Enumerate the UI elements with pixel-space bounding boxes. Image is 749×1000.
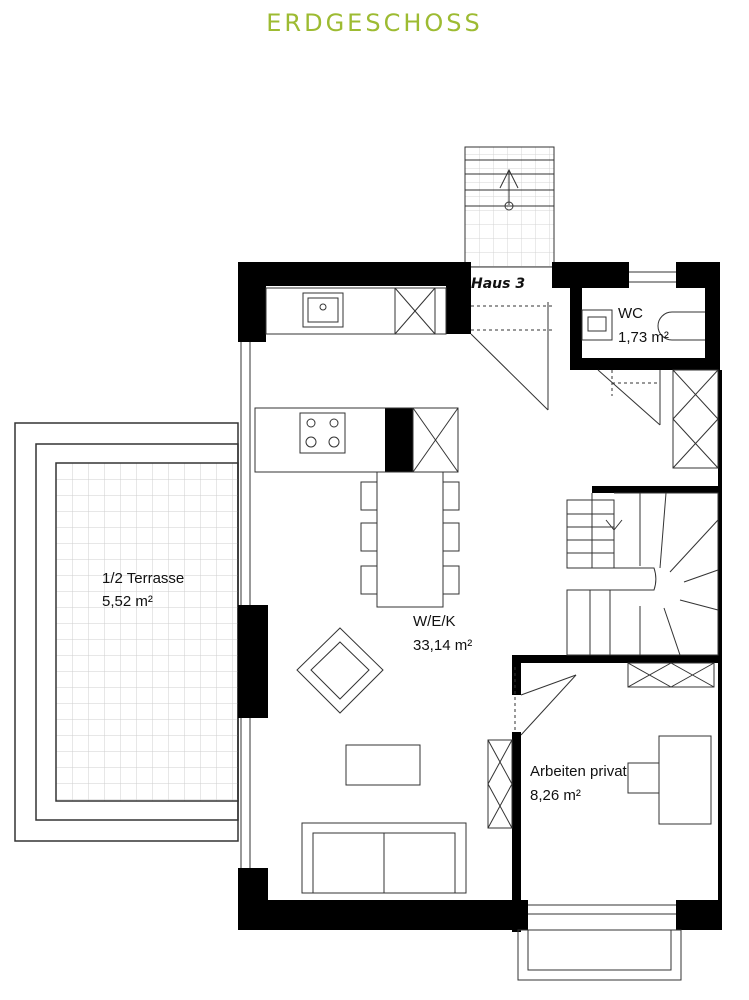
sofa: [301, 822, 467, 894]
entrance-steps: [464, 146, 555, 268]
staircase: [566, 492, 719, 656]
entrance-label: Haus 3: [471, 276, 525, 292]
terrace-area: 5,52 m²: [102, 593, 153, 610]
page-title: ERDGESCHOSS: [266, 9, 483, 37]
window-lines: [240, 271, 682, 981]
closet: [672, 369, 719, 469]
office-furniture: [487, 667, 712, 829]
coffee-table: [345, 744, 421, 786]
wc-label: WC: [618, 305, 643, 322]
living-label: W/E/K: [413, 613, 456, 630]
terrace-label: 1/2 Terrasse: [102, 570, 184, 587]
office-area: 8,26 m²: [530, 787, 581, 804]
kitchen-island: [254, 407, 459, 473]
armchair: [296, 627, 384, 714]
walls: [238, 262, 722, 932]
wc-fixtures: [581, 309, 705, 426]
terrace: [14, 422, 239, 842]
dining-table: [360, 471, 460, 608]
living-area: 33,14 m²: [413, 637, 472, 654]
kitchen-counter: [265, 287, 447, 335]
wc-area: 1,73 m²: [618, 329, 669, 346]
office-label: Arbeiten privat: [530, 763, 628, 780]
entry-door: [470, 302, 552, 411]
stair-closet: [627, 662, 715, 688]
